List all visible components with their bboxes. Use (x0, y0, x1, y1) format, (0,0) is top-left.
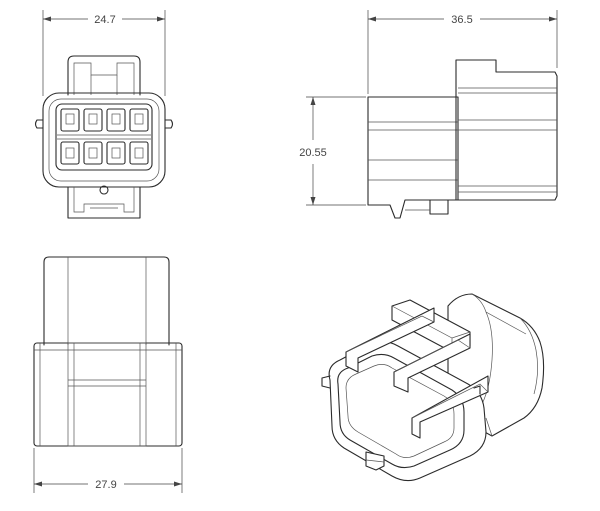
top-row-cavities (60, 108, 149, 132)
top-view (33, 256, 183, 447)
side-height-label: 20.55 (299, 147, 327, 159)
front-view (34, 55, 174, 219)
isometric-view (321, 293, 545, 482)
side-length-label: 36.5 (451, 14, 472, 26)
bottom-row-cavities (60, 141, 149, 165)
top-width-label: 27.9 (95, 479, 116, 491)
side-view (367, 59, 558, 219)
side-height-dimension: 20.55 (299, 96, 366, 206)
side-length-dimension: 36.5 (367, 10, 558, 94)
front-width-dimension: 24.7 (42, 10, 166, 96)
front-width-label: 24.7 (94, 14, 115, 26)
top-width-dimension: 27.9 (33, 448, 183, 493)
